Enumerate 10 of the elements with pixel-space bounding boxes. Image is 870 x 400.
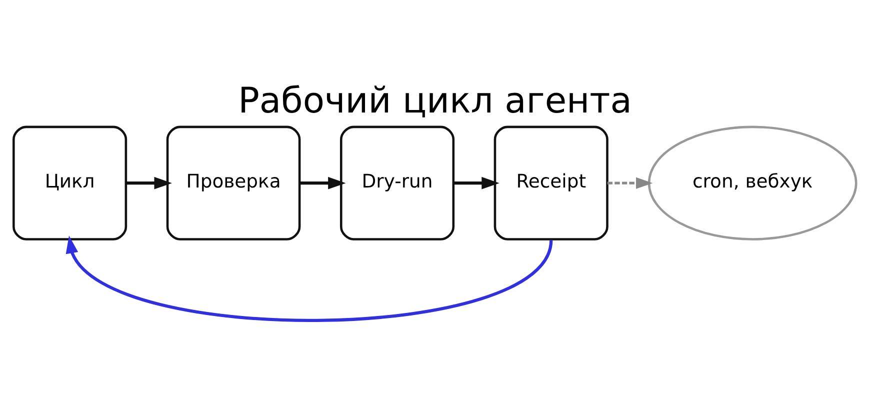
diagram-title: Рабочий цикл агента bbox=[238, 80, 632, 122]
arrow bbox=[607, 176, 653, 188]
node-box: Проверка bbox=[166, 125, 301, 240]
arrow bbox=[454, 176, 500, 189]
node-box: Dry-run bbox=[340, 125, 455, 240]
node-ellipse: cron, вебхук bbox=[648, 125, 858, 240]
arrow bbox=[126, 176, 172, 189]
node-box: Receipt bbox=[494, 125, 608, 240]
arrow bbox=[300, 176, 346, 189]
node-box: Цикл bbox=[12, 125, 128, 240]
